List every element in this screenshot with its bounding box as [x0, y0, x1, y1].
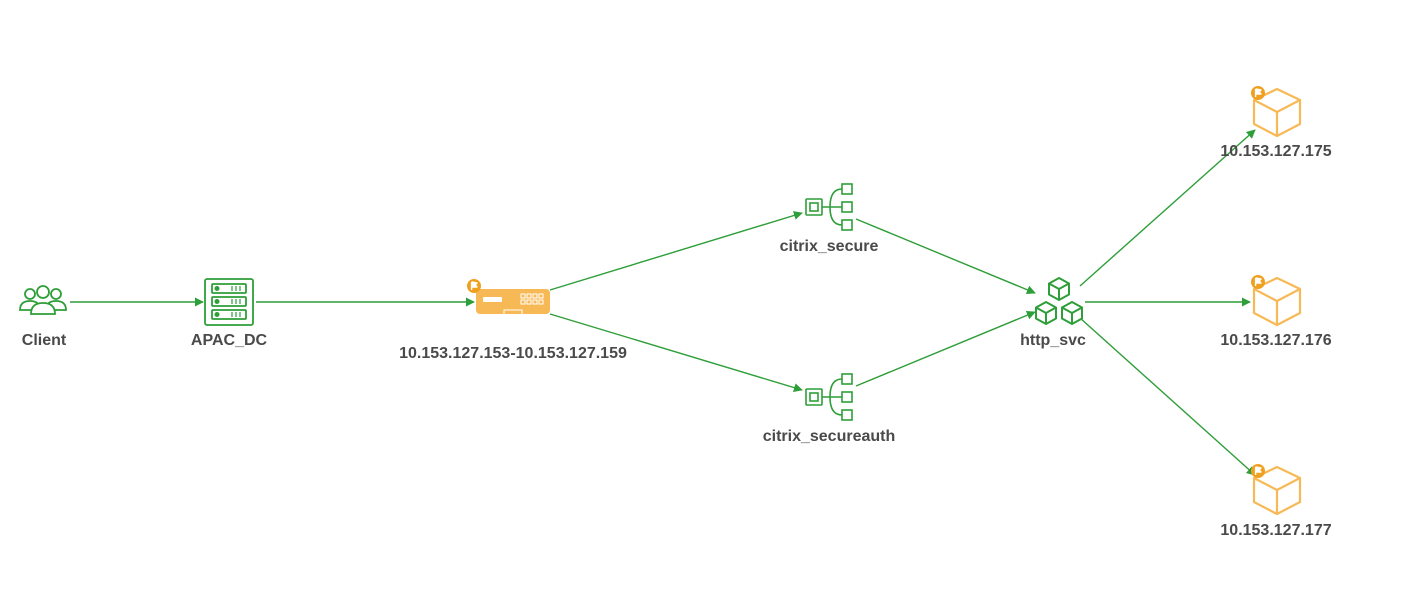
- node-vip_range[interactable]: 10.153.127.153-10.153.127.159: [399, 278, 627, 362]
- node-srv177[interactable]: 10.153.127.177: [1220, 463, 1332, 539]
- warning-flag-icon: [1250, 463, 1266, 479]
- node-client[interactable]: Client: [19, 285, 67, 349]
- edge-http_svc-srv177: [1079, 317, 1256, 476]
- server-rack-icon: [204, 278, 254, 326]
- node-label: 10.153.127.153-10.153.127.159: [399, 345, 627, 362]
- warning-flag-icon: [466, 278, 482, 294]
- node-apac_dc[interactable]: APAC_DC: [191, 278, 268, 349]
- node-label: 10.153.127.175: [1220, 143, 1331, 160]
- node-label: APAC_DC: [191, 332, 268, 349]
- node-http_svc[interactable]: http_svc: [1020, 277, 1086, 349]
- node-label: Client: [22, 332, 67, 349]
- node-citrix_secure[interactable]: citrix_secure: [780, 183, 879, 255]
- warning-flag-icon: [1250, 85, 1266, 101]
- node-label: citrix_secureauth: [763, 428, 896, 445]
- server-box-icon: [1252, 87, 1302, 138]
- node-label: citrix_secure: [780, 238, 879, 255]
- edge-vip_range-citrix_secure: [549, 211, 803, 291]
- edges: [70, 129, 1256, 476]
- virtual-server-icon: [805, 183, 853, 231]
- service-group-icon: [1035, 277, 1083, 325]
- node-label: http_svc: [1020, 332, 1086, 349]
- load-balancer-appliance-icon: [476, 289, 550, 314]
- users-icon: [19, 285, 67, 315]
- virtual-server-icon: [805, 373, 853, 421]
- node-citrix_secureauth[interactable]: citrix_secureauth: [763, 373, 896, 445]
- edge-vip_range-citrix_secureauth: [549, 313, 803, 392]
- node-srv175[interactable]: 10.153.127.175: [1220, 85, 1332, 160]
- node-label: 10.153.127.177: [1220, 522, 1331, 539]
- edge-citrix_secureauth-http_svc: [855, 310, 1036, 387]
- node-label: 10.153.127.176: [1220, 332, 1331, 349]
- server-box-icon: [1252, 465, 1302, 516]
- warning-flag-icon: [1250, 274, 1266, 290]
- edge-http_svc-srv175: [1079, 129, 1256, 287]
- server-box-icon: [1252, 276, 1302, 327]
- edge-citrix_secure-http_svc: [855, 218, 1036, 295]
- node-srv176[interactable]: 10.153.127.176: [1220, 274, 1332, 349]
